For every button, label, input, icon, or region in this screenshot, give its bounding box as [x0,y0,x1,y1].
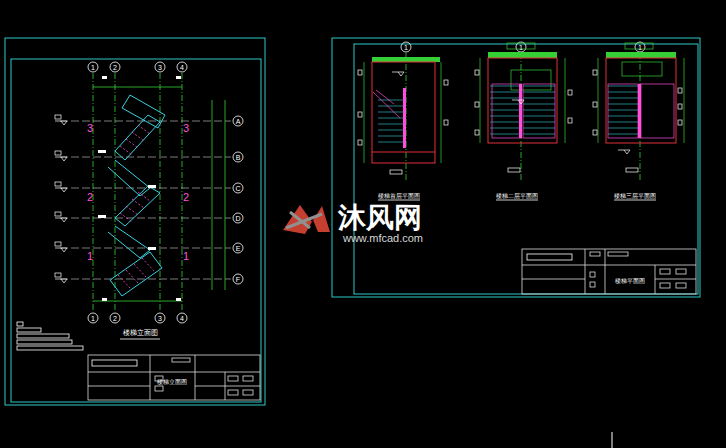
notes [17,322,83,350]
grid-number: 1 [91,64,95,71]
grid-number: 1 [404,44,408,51]
watermark-url: www.mfcad.com [343,233,423,244]
drawing-caption: 楼梯立面图 [123,330,158,337]
floor-number: 3 [183,123,189,134]
grid-letter: A [236,118,241,125]
grid-letter: E [236,245,241,252]
cursor-line [612,432,613,448]
grid-lines [93,73,182,312]
grid-letter: C [235,185,240,192]
section-blocks [98,76,181,301]
watermark-text: 沐风网 [338,204,422,232]
floor-number: 2 [183,192,189,203]
grid-number: 1 [91,315,95,322]
grid-letter: D [235,215,240,222]
level-marks [55,115,67,283]
grid-number: 1 [638,44,642,51]
stair-plans [358,43,684,200]
grid-number: 1 [519,44,523,51]
grid-number: 2 [113,315,117,322]
sheet-frames [5,38,700,405]
title-block [522,249,696,294]
floor-number: 2 [87,192,93,203]
dimension-lines [93,87,225,301]
floor-number: 1 [183,251,189,262]
stair-flights [108,95,165,296]
stair-treads [118,125,154,288]
grid-number: 4 [180,315,184,322]
title-block-name: 楼梯立面图 [157,379,187,385]
floor-number: 1 [87,251,93,262]
title-block [88,355,260,400]
title-block-name: 楼梯平面图 [615,278,645,284]
grid-bubbles [88,42,645,323]
caption-underline [120,339,160,340]
grid-number: 3 [158,315,162,322]
floor-number: 3 [87,123,93,134]
grid-number: 3 [158,64,162,71]
drawing-caption: 楼梯二层平面图 [496,193,538,199]
watermark-logo [283,205,330,234]
grid-letter: F [236,276,240,283]
grid-number: 4 [180,64,184,71]
drawing-caption: 楼梯三层平面图 [614,193,656,199]
grid-number: 2 [113,64,117,71]
grid-letter: B [236,154,241,161]
drawing-caption: 楼梯首层平面图 [378,193,420,199]
